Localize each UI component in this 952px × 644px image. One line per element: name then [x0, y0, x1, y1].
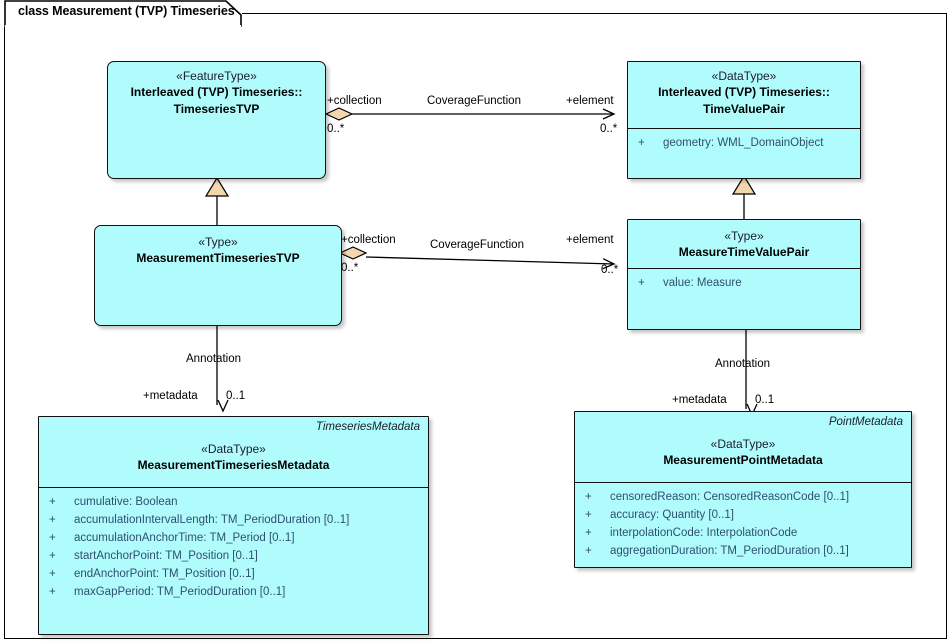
class-name-line1: Interleaved (TVP) Timeseries:: [130, 85, 303, 99]
class-name-line1: MeasureTimeValuePair [678, 245, 810, 259]
attribute-visibility: + [49, 568, 56, 580]
attribute-row: + endAnchorPoint: TM_Position [0..1] [39, 565, 428, 583]
label-annotation-left-target-mult: 0..1 [226, 390, 246, 402]
attribute-visibility: + [49, 586, 56, 598]
attribute-visibility: + [585, 509, 592, 521]
attribute-signature: maxGapPeriod: TM_PeriodDuration [0..1] [74, 586, 286, 598]
attribute-signature: endAnchorPoint: TM_Position [0..1] [74, 568, 255, 580]
label-coverage-bottom-target-mult: 0..* [601, 264, 619, 276]
class-stereotype: «FeatureType» [176, 69, 257, 83]
attribute-visibility: + [585, 545, 592, 557]
label-annotation-left-name: Annotation [186, 353, 241, 365]
diagram-title-tab: class Measurement (TVP) Timeseries [4, 0, 242, 27]
attribute-row: + geometry: WML_DomainObject [628, 134, 860, 152]
attribute-signature: censoredReason: CensoredReasonCode [0..1… [610, 491, 850, 503]
attribute-signature: accumulationIntervalLength: TM_PeriodDur… [74, 514, 350, 526]
class-name-line2: TimeseriesTVP [173, 102, 260, 116]
attribute-visibility: + [49, 532, 56, 544]
class-name-line1: MeasurementTimeseriesMetadata [137, 458, 330, 472]
compartment-divider [628, 128, 860, 129]
class-measurement-timeseries-tvp[interactable]: «Type» MeasurementTimeseriesTVP [94, 225, 342, 326]
attribute-compartment: + geometry: WML_DomainObject [628, 128, 860, 152]
attribute-signature: accumulationAnchorTime: TM_Period [0..1] [74, 532, 295, 544]
class-header: TimeseriesMetadata «DataType» Measuremen… [39, 417, 428, 474]
class-stereotype: «DataType» [710, 437, 776, 451]
label-coverage-top-target-role: +element [566, 95, 614, 107]
attribute-visibility: + [638, 277, 645, 289]
label-coverage-top-name: CoverageFunction [427, 95, 521, 107]
attribute-signature: cumulative: Boolean [74, 496, 178, 508]
class-header: «Type» MeasureTimeValuePair [628, 220, 860, 261]
class-header: «DataType» Interleaved (TVP) Timeseries:… [628, 62, 860, 118]
class-stereotype: «DataType» [201, 442, 266, 456]
label-coverage-bottom-source-mult: 0..* [341, 262, 359, 274]
attribute-compartment: + value: Measure [628, 268, 860, 292]
class-corner-tag: PointMetadata [828, 416, 903, 428]
attribute-signature: accuracy: Quantity [0..1] [610, 509, 735, 521]
attribute-signature: aggregationDuration: TM_PeriodDuration [… [610, 545, 849, 557]
attribute-row: + maxGapPeriod: TM_PeriodDuration [0..1] [39, 583, 428, 601]
attribute-signature: startAnchorPoint: TM_Position [0..1] [74, 550, 258, 562]
attribute-row: + cumulative: Boolean [39, 493, 428, 511]
attribute-visibility: + [638, 137, 645, 149]
compartment-divider [575, 482, 911, 483]
attribute-visibility: + [49, 514, 56, 526]
label-coverage-bottom-source-role: +collection [341, 234, 396, 246]
attribute-row: + accumulationIntervalLength: TM_PeriodD… [39, 511, 428, 529]
label-coverage-top-source-role: +collection [327, 95, 382, 107]
class-name-line1: Interleaved (TVP) Timeseries:: [658, 85, 830, 99]
class-timeseries-tvp[interactable]: «FeatureType» Interleaved (TVP) Timeseri… [107, 61, 326, 179]
class-name-line1: MeasurementTimeseriesTVP [136, 251, 300, 265]
attribute-row: + aggregationDuration: TM_PeriodDuration… [575, 542, 911, 560]
class-corner-tag: TimeseriesMetadata [315, 421, 420, 433]
class-header: PointMetadata «DataType» MeasurementPoin… [575, 412, 911, 469]
label-coverage-top-target-mult: 0..* [600, 123, 618, 135]
compartment-divider [628, 268, 860, 269]
class-measurement-point-metadata[interactable]: PointMetadata «DataType» MeasurementPoin… [574, 411, 912, 568]
label-coverage-top-source-mult: 0..* [327, 123, 345, 135]
attribute-row: + startAnchorPoint: TM_Position [0..1] [39, 547, 428, 565]
title-tab-shape [4, 0, 242, 27]
attribute-visibility: + [49, 496, 56, 508]
attribute-signature: interpolationCode: InterpolationCode [610, 527, 798, 539]
label-annotation-right-name: Annotation [715, 358, 770, 370]
attribute-compartment: + censoredReason: CensoredReasonCode [0.… [575, 482, 911, 560]
attribute-row: + accumulationAnchorTime: TM_Period [0..… [39, 529, 428, 547]
attribute-visibility: + [49, 550, 56, 562]
attribute-row: + value: Measure [628, 274, 860, 292]
attribute-compartment: + cumulative: Boolean + accumulationInte… [39, 487, 428, 601]
class-stereotype: «Type» [198, 235, 238, 249]
compartment-divider [39, 487, 428, 488]
attribute-row: + censoredReason: CensoredReasonCode [0.… [575, 488, 911, 506]
class-name-line2: TimeValuePair [703, 102, 785, 116]
attribute-signature: geometry: WML_DomainObject [663, 137, 824, 149]
diagram-title: class Measurement (TVP) Timeseries [18, 4, 235, 18]
class-measurement-timeseries-metadata[interactable]: TimeseriesMetadata «DataType» Measuremen… [38, 416, 429, 635]
class-name-line1: MeasurementPointMetadata [663, 453, 823, 467]
class-header: «FeatureType» Interleaved (TVP) Timeseri… [108, 62, 325, 118]
label-annotation-left-target-role: +metadata [143, 390, 198, 402]
class-stereotype: «DataType» [711, 69, 777, 83]
label-coverage-bottom-name: CoverageFunction [430, 239, 524, 251]
label-annotation-right-target-role: +metadata [672, 394, 727, 406]
class-time-value-pair[interactable]: «DataType» Interleaved (TVP) Timeseries:… [627, 61, 861, 179]
attribute-visibility: + [585, 491, 592, 503]
attribute-signature: value: Measure [663, 277, 742, 289]
class-measure-time-value-pair[interactable]: «Type» MeasureTimeValuePair + value: Mea… [627, 219, 861, 330]
attribute-row: + accuracy: Quantity [0..1] [575, 506, 911, 524]
class-header: «Type» MeasurementTimeseriesTVP [95, 226, 341, 267]
attribute-visibility: + [585, 527, 592, 539]
class-stereotype: «Type» [724, 229, 764, 243]
label-coverage-bottom-target-role: +element [566, 234, 614, 246]
label-annotation-right-target-mult: 0..1 [755, 394, 775, 406]
attribute-row: + interpolationCode: InterpolationCode [575, 524, 911, 542]
